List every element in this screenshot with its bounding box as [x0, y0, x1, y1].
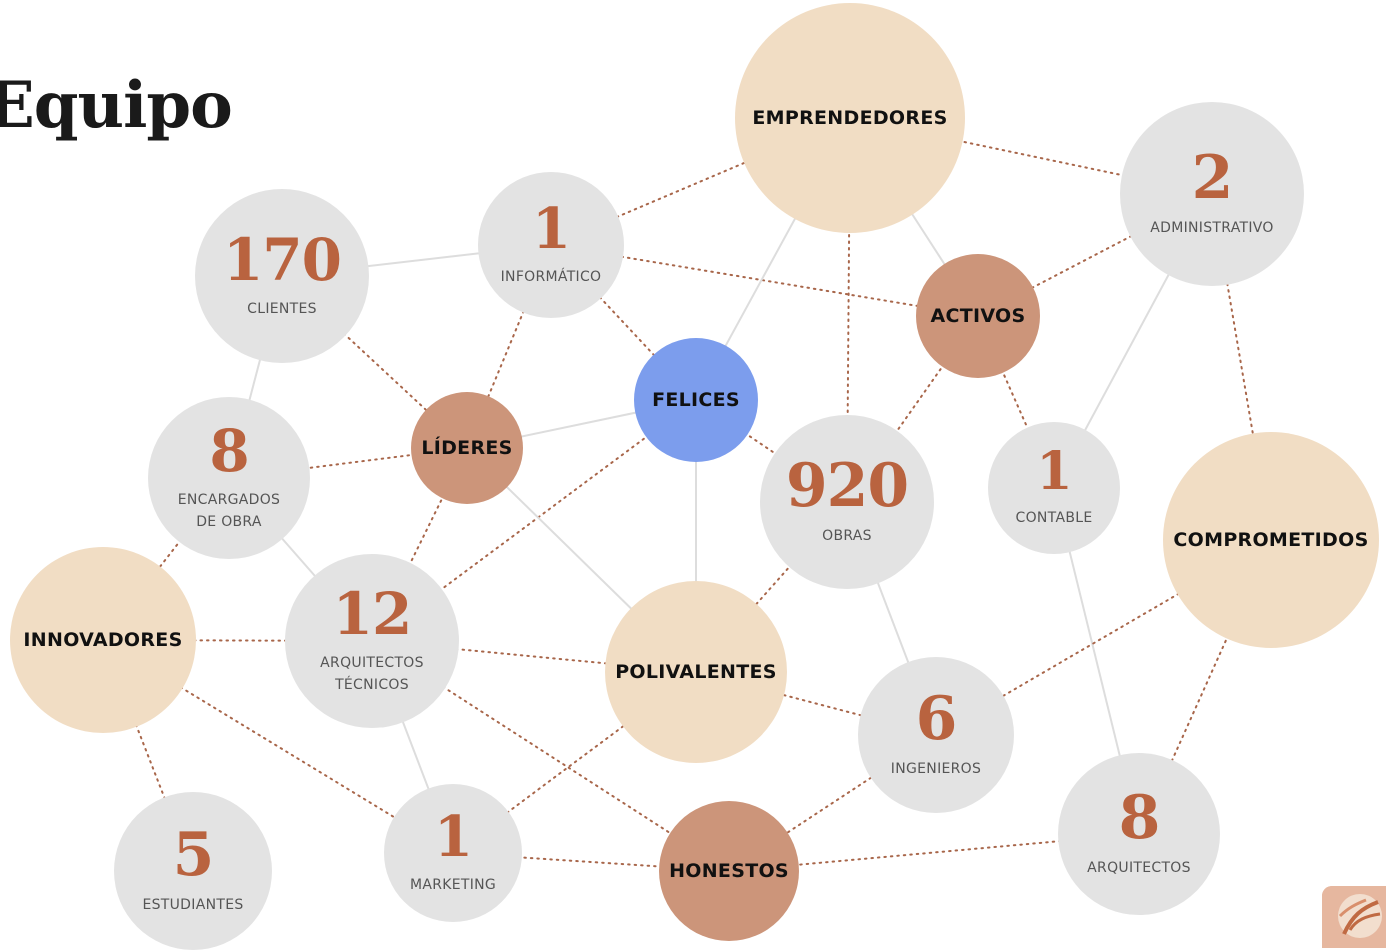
value-label: POLIVALENTES [613, 661, 779, 683]
node-polivalentes: POLIVALENTES [605, 581, 787, 763]
stat-number: 5 [172, 820, 215, 891]
stat-label: OBRAS [822, 528, 872, 545]
value-label: COMPROMETIDOS [1171, 529, 1371, 551]
stat-label: ADMINISTRATIVO [1150, 220, 1274, 237]
value-label: LÍDERES [419, 437, 515, 459]
stat-label: ENCARGADOS DE OBRA [177, 492, 281, 530]
stat-label: ESTUDIANTES [142, 897, 244, 914]
stat-label: CLIENTES [247, 301, 317, 318]
node-lideres: LÍDERES [411, 392, 523, 504]
stat-label: ARQUITECTOS [1087, 860, 1191, 877]
value-label: HONESTOS [667, 860, 791, 882]
stat-number: 1 [532, 196, 571, 263]
value-label: INNOVADORES [21, 629, 185, 651]
node-innovadores: INNOVADORES [10, 547, 196, 733]
value-label: FELICES [650, 389, 742, 411]
stat-number: 8 [209, 417, 249, 486]
value-label: ACTIVOS [928, 305, 1028, 327]
stat-label: ARQUITECTOS TÉCNICOS [320, 655, 424, 693]
stat-number: 1 [1036, 441, 1072, 503]
stat-number: 6 [915, 684, 958, 755]
stat-label: INFORMÁTICO [500, 269, 602, 286]
link-felices-arq-tecnicos [371, 399, 697, 642]
stat-label: MARKETING [409, 877, 497, 894]
node-honestos: HONESTOS [659, 801, 799, 941]
node-felices: FELICES [634, 338, 758, 462]
decorative-tile-logo-icon [1322, 886, 1386, 948]
page-title: Equipo [0, 68, 233, 143]
node-comprometidos: COMPROMETIDOS [1163, 432, 1379, 648]
value-label: EMPRENDEDORES [750, 107, 950, 129]
stat-label: CONTABLE [1015, 510, 1093, 527]
stat-label: INGENIEROS [890, 761, 982, 778]
stat-number: 920 [785, 451, 909, 522]
stat-number: 8 [1118, 783, 1161, 854]
link-administrativo-activos [977, 193, 1213, 317]
node-emprendedores: EMPRENDEDORES [735, 3, 965, 233]
stat-number: 12 [332, 580, 413, 649]
stat-number: 1 [434, 804, 473, 871]
stat-number: 170 [222, 226, 342, 295]
stat-number: 2 [1191, 143, 1234, 214]
node-activos: ACTIVOS [916, 254, 1040, 378]
